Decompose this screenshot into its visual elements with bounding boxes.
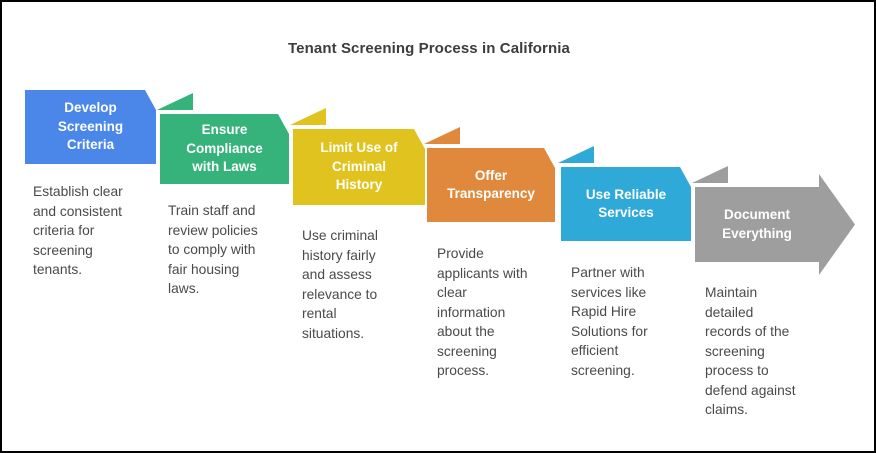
step-arrow-shape: Document Everything: [695, 174, 855, 275]
step-description-3: Use criminal history fairly and assess r…: [302, 228, 378, 341]
step-box-5: Use Reliable Services: [561, 167, 691, 241]
step-box-2: Ensure Compliance with Laws: [160, 114, 289, 184]
step-description-2: Train staff and review policies to compl…: [168, 203, 258, 296]
step-fold-6: [692, 166, 728, 183]
diagram-title: Tenant Screening Process in California: [288, 40, 570, 57]
step-label-5: Use Reliable Services: [585, 186, 667, 221]
step-description-1: Establish clear and consistent criteria …: [33, 184, 123, 277]
arrow-label-area: Document Everything: [695, 187, 819, 262]
step-label-6: Document Everything: [722, 207, 792, 241]
step-fold-4: [424, 127, 460, 144]
step-fold-3: [290, 108, 326, 125]
step-description-5: Partner with services like Rapid Hire So…: [571, 265, 648, 378]
step-box-1: Develop Screening Criteria: [25, 90, 156, 164]
step-box-3: Limit Use of Criminal History: [293, 129, 425, 205]
step-fold-5: [558, 146, 594, 163]
step-box-4: Offer Transparency: [427, 148, 555, 222]
step-label-1: Develop Screening Criteria: [57, 100, 124, 153]
step-description-6: Maintain detailed records of the screeni…: [705, 285, 796, 417]
step-label-4: Offer Transparency: [447, 167, 535, 202]
step-description-4: Provide applicants with clear informatio…: [437, 246, 528, 378]
step-label-3: Limit Use of Criminal History: [320, 140, 398, 193]
step-label-2: Ensure Compliance with Laws: [186, 122, 263, 175]
step-fold-2: [157, 93, 193, 110]
